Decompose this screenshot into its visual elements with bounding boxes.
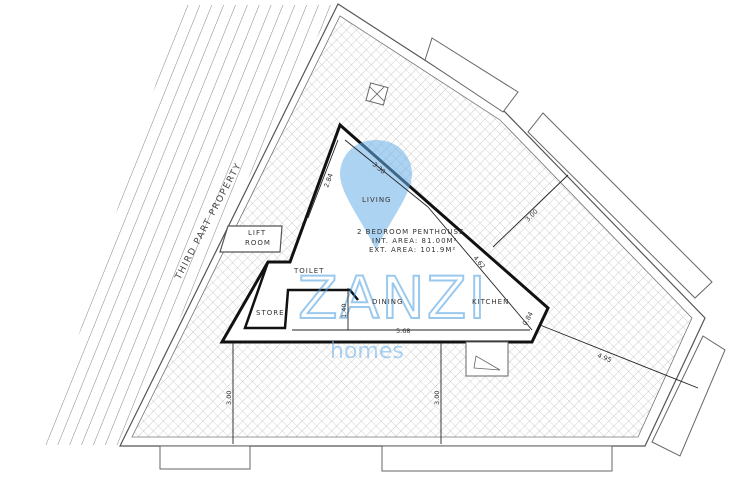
lift-room-label-2: ROOM — [245, 239, 271, 247]
third-party-property-area — [45, 5, 333, 445]
dim-5-68: 5.68 — [396, 327, 410, 335]
room-dining: DINING — [372, 298, 403, 306]
room-toilet: TOILET — [293, 267, 324, 275]
dim-3-00-left: 3.00 — [225, 391, 233, 405]
dimension-lines — [232, 139, 699, 444]
room-kitchen: KITCHEN — [472, 298, 509, 306]
lift-room-label-1: LIFT — [248, 229, 266, 237]
balconies — [159, 37, 726, 472]
lift-room — [219, 225, 283, 253]
info-int-area: INT. AREA: 81.00M² — [372, 237, 457, 245]
info-ext-area: EXT. AREA: 101.9M² — [369, 246, 456, 254]
stair-vent — [465, 341, 509, 377]
dim-1-40: 1.40 — [340, 304, 348, 318]
dim-3-00-mid: 3.00 — [433, 391, 441, 405]
interior-walls — [243, 261, 359, 330]
info-title: 2 BEDROOM PENTHOUSE — [357, 228, 464, 236]
room-living: LIVING — [362, 196, 391, 204]
room-store: STORE — [256, 309, 285, 317]
